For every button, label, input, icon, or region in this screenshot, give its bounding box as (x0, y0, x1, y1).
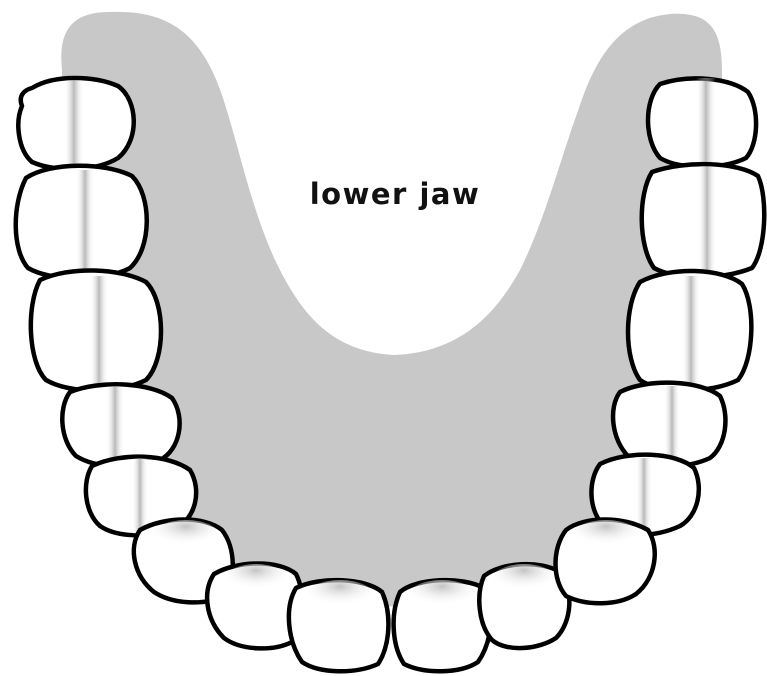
shade-right-2 (698, 166, 716, 276)
shade-left-5 (132, 458, 148, 534)
shade-front-6 (572, 520, 640, 552)
shade-right-3 (682, 276, 700, 388)
shade-front-4 (408, 580, 476, 612)
shade-front-1 (152, 520, 220, 552)
shade-left-4 (106, 386, 124, 466)
shade-left-2 (76, 170, 94, 276)
jaw-label: lower jaw (310, 177, 481, 211)
shade-front-3 (306, 580, 374, 612)
shade-right-1 (696, 78, 716, 168)
shade-right-4 (664, 386, 680, 466)
shade-front-5 (492, 564, 556, 596)
shade-front-2 (224, 564, 288, 596)
shade-left-1 (64, 80, 84, 170)
shade-right-5 (636, 458, 652, 534)
shade-left-3 (90, 276, 108, 388)
